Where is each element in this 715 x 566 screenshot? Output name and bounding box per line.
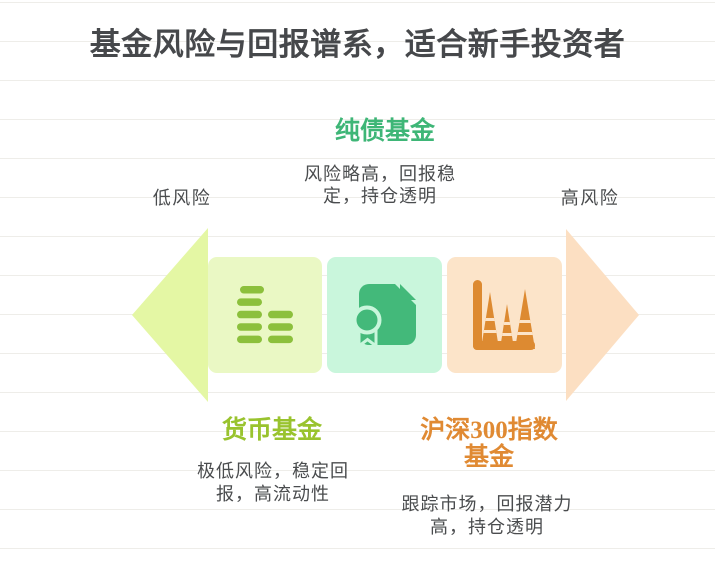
- pure-bond-fund-description: 风险略高，回报稳 定，持仓透明: [304, 163, 456, 207]
- csi300-name-line1: 沪深300指数: [420, 417, 558, 444]
- money-market-fund-description: 极低风险，稳定回 报，高流动性: [197, 460, 349, 506]
- equalizer-bars-icon: [237, 286, 293, 344]
- low-risk-label: 低风险: [152, 188, 212, 208]
- high-risk-label: 高风险: [560, 188, 620, 208]
- right-arrow-head: [566, 229, 639, 401]
- csi300-index-fund-box: [447, 257, 562, 373]
- csi300-index-fund-label: 沪深300指数 基金: [420, 417, 558, 471]
- left-arrow-head: [132, 228, 208, 402]
- csi300-name-line2: 基金: [463, 444, 515, 471]
- csi300-desc-line2: 高，持仓透明: [430, 517, 544, 537]
- pure-bond-desc-line1: 风险略高，回报稳: [304, 164, 456, 184]
- page-title: 基金风险与回报谱系，适合新手投资者: [89, 27, 626, 62]
- pure-bond-fund-box: [327, 257, 442, 373]
- csi300-index-fund-description: 跟踪市场，回报潜力 高，持仓透明: [402, 493, 573, 539]
- pure-bond-fund-label: 纯债基金: [334, 118, 436, 145]
- money-market-fund-box: [208, 257, 322, 373]
- cone-chart-icon: [472, 280, 535, 350]
- certificate-icon: [352, 284, 416, 348]
- money-market-desc-line1: 极低风险，稳定回: [197, 461, 349, 481]
- money-market-desc-line2: 报，高流动性: [216, 484, 330, 504]
- money-market-fund-label: 货币基金: [221, 417, 323, 444]
- csi300-desc-line1: 跟踪市场，回报潜力: [401, 494, 573, 514]
- pure-bond-desc-line2: 定，持仓透明: [323, 186, 437, 206]
